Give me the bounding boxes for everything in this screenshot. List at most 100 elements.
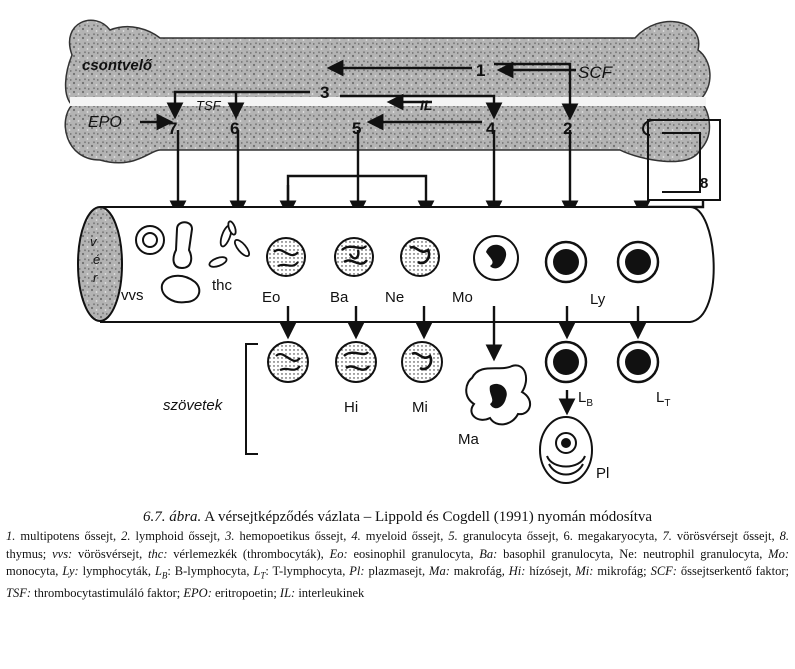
stem-cell-4: 4 (486, 119, 496, 138)
label-vvs: vvs (121, 287, 144, 304)
monocyte-icon (473, 235, 519, 281)
caption-legend-segment: mikrofág; (593, 564, 651, 578)
caption-legend-segment: EPO: (183, 586, 212, 600)
label-lt: LT (656, 389, 670, 409)
label-tsf: TSF (196, 98, 222, 113)
tissue-arrows (279, 306, 647, 416)
caption-legend-segment: T (260, 570, 266, 581)
label-hi: Hi (344, 399, 358, 416)
label-lb: LB (578, 389, 593, 409)
label-ly: Ly (590, 291, 606, 308)
plasma-cell-icon (539, 416, 593, 484)
caption-legend-segment: L (253, 564, 261, 578)
caption-legend-segment: SCF: (650, 564, 677, 578)
caption-legend-segment: plazmasejt, (364, 564, 430, 578)
caption-legend-segment: Eo: (329, 546, 348, 561)
caption-legend-segment: granulocyta őssejt, 6. megakaryocyta, (457, 529, 663, 543)
caption-legend-segment: 4. (351, 529, 361, 543)
caption-title: 6.7. ábra. A vérsejtképződés vázlata – L… (6, 507, 789, 527)
caption-legend-segment: thymus; (6, 546, 53, 561)
caption-legend-segment: Hi: (508, 564, 526, 578)
label-ba: Ba (330, 289, 349, 306)
caption-legend-segment: eosinophil granulocyta, (347, 546, 480, 561)
lymphocyte-icon (544, 240, 588, 284)
caption-legend-segment: vvs: (52, 546, 73, 561)
caption-legend-segment: basophil granulocyta, Ne: neutrophil gra… (497, 546, 769, 561)
label-csontvelo: csontvelő (82, 57, 153, 74)
stem-cell-5: 5 (352, 119, 361, 138)
lymphocyte-t-precursor-icon (616, 240, 660, 284)
basophil-icon (334, 237, 374, 277)
caption-legend-segment: vörösvérsejt őssejt, (671, 529, 780, 543)
caption-legend-segment: 2. (121, 529, 131, 543)
figure-caption: 6.7. ábra. A vérsejtképződés vázlata – L… (6, 507, 789, 603)
caption-legend-segment: makrofág, (449, 564, 509, 578)
caption-legend-segment: vörösvérsejt, (72, 546, 149, 561)
caption-legend: 1. multipotens őssejt, 2. lymphoid őssej… (6, 529, 789, 600)
vessel-letter-r: r (93, 270, 98, 285)
caption-legend-segment: eritropoetin; (211, 586, 280, 600)
caption-legend-segment: Ma: (429, 564, 450, 578)
caption-legend-segment: 1. (6, 529, 16, 543)
stem-cell-2: 2 (563, 119, 572, 138)
caption-legend-segment: monocyta, (6, 564, 63, 578)
label-il: IL (420, 97, 432, 113)
caption-legend-segment: multipotens őssejt, (15, 529, 122, 543)
caption-legend-segment: myeloid őssejt, (360, 529, 449, 543)
bone-marrow (64, 19, 711, 164)
mast-cell-icon (335, 341, 377, 383)
bone-arrows (140, 59, 705, 218)
caption-legend-segment: hízósejt, (525, 564, 576, 578)
vessel-letter-e: é (93, 252, 100, 267)
caption-legend-segment: : T-lymphocyta, (265, 564, 350, 578)
label-pl: Pl (596, 465, 609, 482)
caption-legend-segment: interleukinek (295, 586, 365, 600)
tissue-eosinophil-icon (267, 341, 309, 383)
caption-legend-segment: IL: (279, 586, 296, 600)
vessel-letter-v: v (90, 234, 98, 249)
label-eo: Eo (262, 289, 280, 306)
stem-cell-7: 7 (168, 119, 177, 138)
eosinophil-icon (266, 237, 306, 277)
tissue-bracket (245, 343, 258, 455)
caption-legend-segment: vérlemezkék (thrombocyták), (167, 546, 330, 561)
caption-legend-segment: Mi: (575, 564, 594, 578)
caption-legend-segment: Mo: (768, 546, 789, 561)
caption-legend-segment: 8. (779, 529, 789, 543)
label-scf: SCF (578, 63, 614, 82)
label-mi: Mi (412, 399, 428, 416)
platelets-icon (208, 220, 251, 268)
caption-legend-segment: Pl: (349, 564, 365, 578)
label-mo: Mo (452, 289, 473, 306)
hematopoiesis-diagram: csontvelő SCF EPO TSF IL 1 2 3 4 5 6 7 8… (64, 19, 721, 484)
caption-legend-segment: 7. (662, 529, 672, 543)
stem-cell-1: 1 (476, 61, 485, 80)
caption-legend-segment: thrombocytastimuláló faktor; (31, 586, 184, 600)
caption-legend-segment: thc: (148, 546, 168, 561)
label-epo: EPO (88, 114, 122, 131)
caption-legend-segment: 5. (448, 529, 458, 543)
caption-figure-number: 6.7. ábra. (142, 509, 202, 525)
b-lymphocyte-icon (544, 340, 588, 384)
caption-legend-segment: Ba: (479, 546, 498, 561)
macrophage-icon (465, 364, 532, 426)
caption-legend-segment: őssejtserkentő faktor; (676, 564, 789, 578)
caption-legend-segment: hemopoetikus őssejt, (234, 529, 352, 543)
label-szovetek: szövetek (163, 397, 224, 414)
stem-cell-3: 3 (320, 83, 329, 102)
caption-legend-segment: lymphocyták, (78, 564, 155, 578)
neutrophil-icon (400, 237, 440, 277)
microphage-icon (401, 341, 443, 383)
caption-legend-segment: B (161, 570, 168, 581)
caption-figure-title: A vérsejtképződés vázlata – Lippold és C… (204, 509, 653, 525)
caption-legend-segment: 3. (225, 529, 235, 543)
t-lymphocyte-icon (616, 340, 660, 384)
red-blood-cells-icon (135, 221, 201, 304)
label-ne: Ne (385, 289, 404, 306)
caption-legend-segment: L (154, 564, 162, 578)
caption-legend-segment: : B-lymphocyta, (167, 564, 254, 578)
caption-legend-segment: Ly: (62, 564, 79, 578)
caption-legend-segment: lymphoid őssejt, (130, 529, 226, 543)
label-ma: Ma (458, 431, 479, 448)
caption-legend-segment: TSF: (6, 586, 31, 600)
